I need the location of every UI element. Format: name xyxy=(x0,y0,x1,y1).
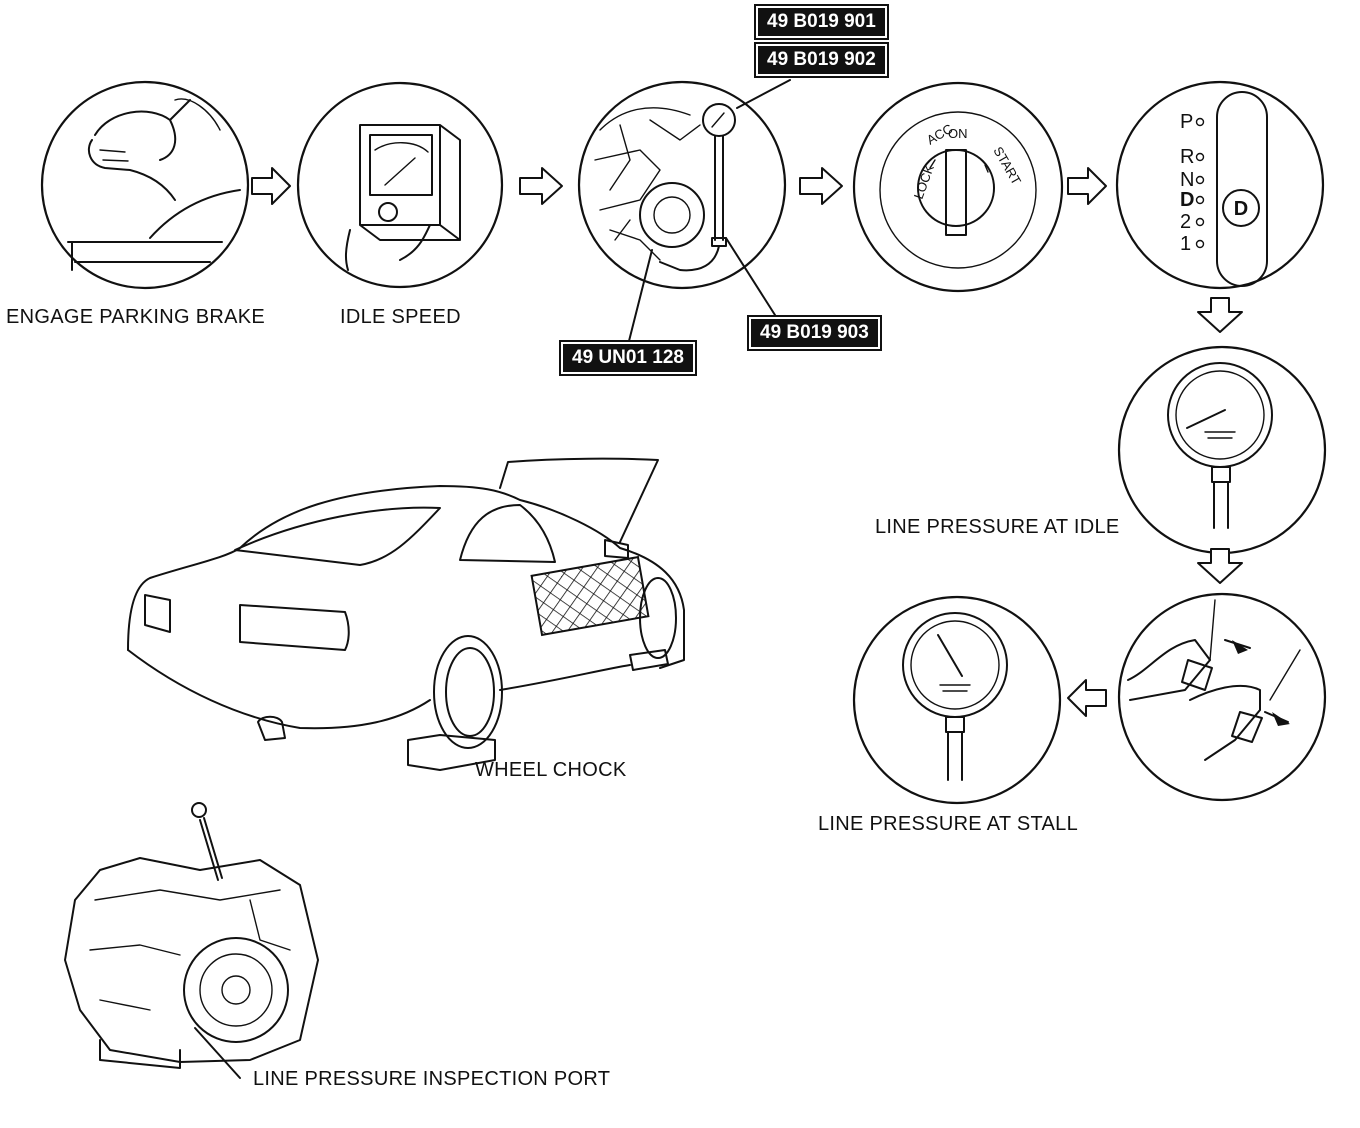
step-arrow xyxy=(520,168,562,204)
inspection-port-label: LINE PRESSURE INSPECTION PORT xyxy=(253,1068,610,1091)
step-arrow xyxy=(252,168,290,204)
parking-brake-label: ENGAGE PARKING BRAKE xyxy=(6,306,265,329)
tool-tag-901: 49 B019 901 xyxy=(756,6,887,38)
gauge-at-stall-illustration xyxy=(854,597,1060,803)
ignition-switch-illustration: LOCK ACC ON START xyxy=(854,83,1062,291)
car-illustration xyxy=(128,459,684,770)
gear-position-p: P xyxy=(1180,111,1193,133)
tool-tag-un01: 49 UN01 128 xyxy=(561,342,695,374)
tool-tag-903: 49 B019 903 xyxy=(749,317,880,349)
gear-position-2: 2 xyxy=(1180,211,1191,233)
transmission-illustration xyxy=(65,803,318,1078)
gear-position-n: N xyxy=(1180,169,1194,191)
parking-brake-illustration xyxy=(42,82,248,288)
gauge-connection-illustration xyxy=(579,82,785,288)
step-arrow xyxy=(1198,549,1242,583)
selected-gear-label: D xyxy=(1234,198,1248,220)
line-pressure-idle-label: LINE PRESSURE AT IDLE xyxy=(875,516,1120,539)
tachometer-illustration xyxy=(298,83,502,287)
step-arrow xyxy=(800,168,842,204)
step-arrow xyxy=(1198,298,1242,332)
wheel-chock-label: WHEEL CHOCK xyxy=(475,759,626,782)
gear-position-d: D xyxy=(1180,189,1194,211)
ignition-on-label: ON xyxy=(948,126,968,141)
stall-pedals-illustration xyxy=(1119,594,1325,800)
gear-position-r: R xyxy=(1180,146,1194,168)
line-pressure-stall-label: LINE PRESSURE AT STALL xyxy=(818,813,1078,836)
tool-tag-902: 49 B019 902 xyxy=(756,44,887,76)
step-arrow xyxy=(1068,168,1106,204)
step-arrow xyxy=(1068,680,1106,716)
idle-speed-label: IDLE SPEED xyxy=(340,306,461,329)
gauge-at-idle-illustration xyxy=(1119,347,1325,553)
gear-position-1: 1 xyxy=(1180,233,1191,255)
